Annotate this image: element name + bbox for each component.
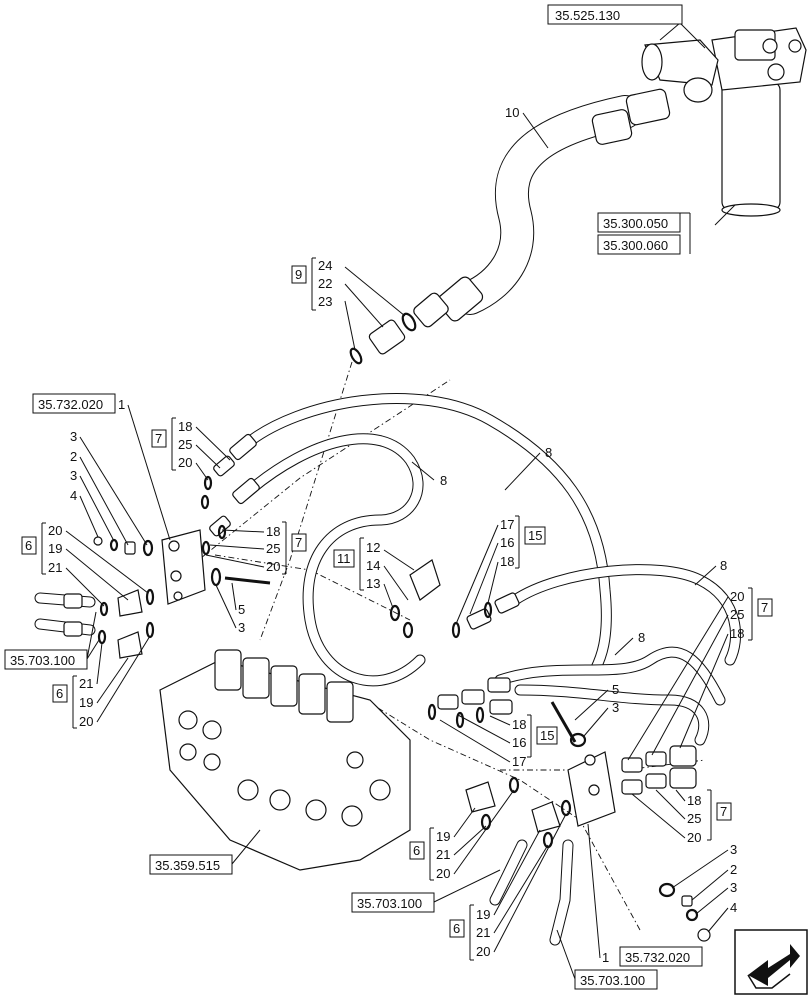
callout: 3 <box>238 620 245 635</box>
callout: 1 <box>118 397 125 412</box>
callout: 20 <box>476 944 490 959</box>
callout: 20 <box>48 523 62 538</box>
next-page-arrow-icon[interactable] <box>734 929 808 995</box>
callout: 8 <box>545 445 552 460</box>
callout: 2 <box>730 862 737 877</box>
callout: 20 <box>178 455 192 470</box>
callout: 21 <box>476 925 490 940</box>
callout: 20 <box>687 830 701 845</box>
callout: 25 <box>730 607 744 622</box>
ref-link[interactable]: 35.703.100 <box>10 653 75 668</box>
group-label: 6 <box>56 686 63 701</box>
ref-link[interactable]: 35.359.515 <box>155 858 220 873</box>
callout: 18 <box>178 419 192 434</box>
ref-box[interactable] <box>4 649 88 670</box>
callout: 17 <box>512 754 526 769</box>
callout: 20 <box>730 589 744 604</box>
callout: 3 <box>730 842 737 857</box>
callout: 3 <box>612 700 619 715</box>
callout: 8 <box>440 473 447 488</box>
callout: 18 <box>500 554 514 569</box>
callout: 8 <box>638 630 645 645</box>
callout: 23 <box>318 294 332 309</box>
group-label: 15 <box>540 728 554 743</box>
callout: 25 <box>266 541 280 556</box>
ref-box[interactable] <box>32 393 116 414</box>
callout: 20 <box>266 559 280 574</box>
control-valve-stack <box>159 649 411 871</box>
callout: 25 <box>687 811 701 826</box>
callout: 5 <box>238 602 245 617</box>
group-label: 6 <box>413 843 420 858</box>
callout: 24 <box>318 258 332 273</box>
callout: 17 <box>500 517 514 532</box>
callout: 3 <box>70 429 77 444</box>
callout: 19 <box>476 907 490 922</box>
hoses-8 <box>239 393 741 746</box>
group-label: 15 <box>528 528 542 543</box>
ref-box[interactable] <box>351 892 435 913</box>
callout: 22 <box>318 276 332 291</box>
callout: 16 <box>512 735 526 750</box>
callout: 13 <box>366 576 380 591</box>
callout: 4 <box>730 900 737 915</box>
ref-link[interactable]: 35.703.100 <box>357 896 422 911</box>
callout: 10 <box>505 105 519 120</box>
callout: 21 <box>79 676 93 691</box>
callout: 18 <box>730 626 744 641</box>
ref-link[interactable]: 35.525.130 <box>555 8 620 23</box>
callout: 16 <box>500 535 514 550</box>
callout: 19 <box>48 541 62 556</box>
ref-link[interactable]: 35.732.020 <box>38 397 103 412</box>
ref-box[interactable] <box>547 4 683 25</box>
ref-box[interactable] <box>597 234 681 255</box>
group-label: 9 <box>295 267 302 282</box>
filter-assembly <box>641 27 807 217</box>
group-label: 7 <box>155 431 162 446</box>
callout: 8 <box>720 558 727 573</box>
ref-link[interactable]: 35.732.020 <box>625 950 690 965</box>
ref-box[interactable] <box>597 212 681 233</box>
callout: 4 <box>70 488 77 503</box>
callout: 20 <box>79 714 93 729</box>
callout: 21 <box>436 847 450 862</box>
ref-link[interactable]: 35.300.050 <box>603 216 668 231</box>
callout: 18 <box>687 793 701 808</box>
ref-link[interactable]: 35.300.060 <box>603 238 668 253</box>
callout: 5 <box>612 682 619 697</box>
callout: 25 <box>178 437 192 452</box>
ref-link[interactable]: 35.703.100 <box>580 973 645 988</box>
callout: 1 <box>602 950 609 965</box>
callout: 2 <box>70 449 77 464</box>
callout: 18 <box>512 717 526 732</box>
callout: 18 <box>266 524 280 539</box>
callout: 20 <box>436 866 450 881</box>
callout: 3 <box>70 468 77 483</box>
group-label: 7 <box>295 535 302 550</box>
callout: 19 <box>436 829 450 844</box>
group-label: 6 <box>453 921 460 936</box>
ref-box[interactable] <box>574 969 658 990</box>
callout: 12 <box>366 540 380 555</box>
ref-box[interactable] <box>619 946 703 967</box>
group-label: 6 <box>25 538 32 553</box>
ref-box[interactable] <box>149 854 233 875</box>
callout: 3 <box>730 880 737 895</box>
group-label: 11 <box>337 551 351 566</box>
return-hose <box>413 88 671 328</box>
callout: 14 <box>366 558 380 573</box>
callout: 21 <box>48 560 62 575</box>
callout: 19 <box>79 695 93 710</box>
group-label: 7 <box>720 804 727 819</box>
group-label: 7 <box>761 600 768 615</box>
